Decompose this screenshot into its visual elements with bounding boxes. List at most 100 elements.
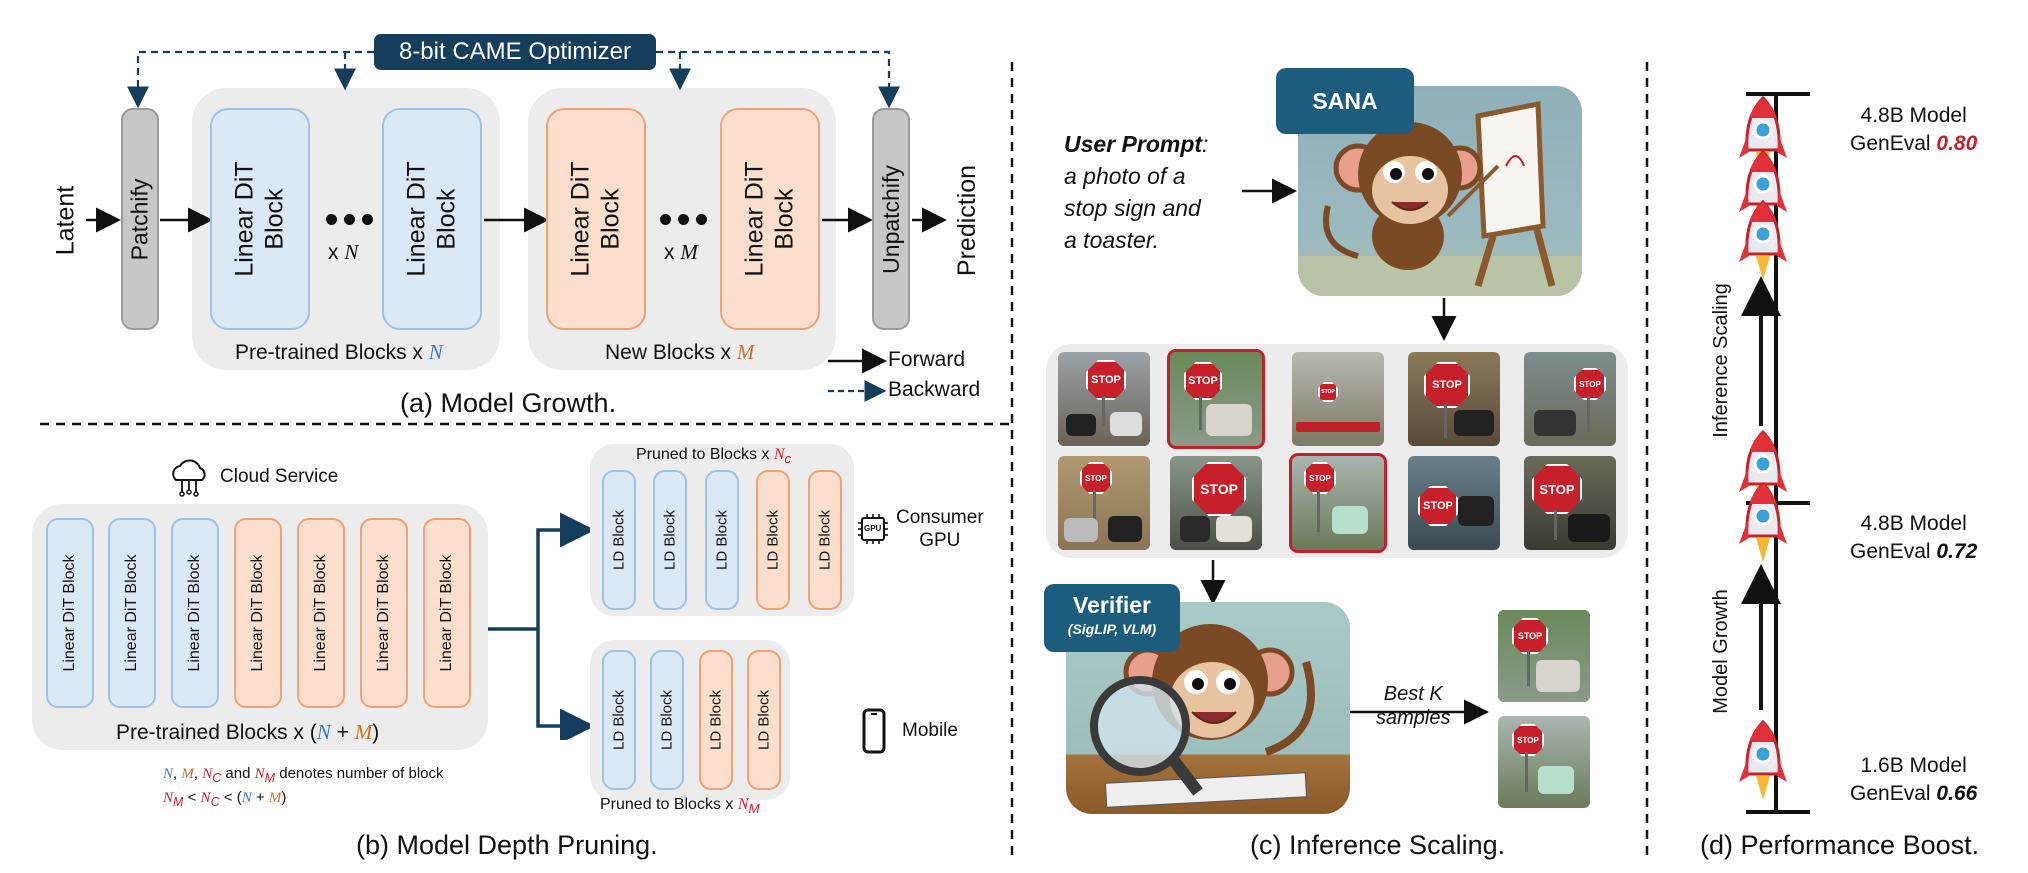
cloud-icon	[172, 459, 206, 497]
pretrained-block-1	[210, 108, 310, 330]
gpu-ld-block: LD Block	[653, 470, 687, 610]
cloud-pretrained-label: Pre-trained Blocks x (N + M)	[116, 720, 380, 744]
caption-a: (a) Model Growth.	[400, 388, 617, 418]
ellipsis-dot	[678, 214, 689, 225]
mobile-label: Mobile	[902, 720, 958, 741]
stop-sign: STOP	[1080, 462, 1112, 494]
patchify-label: Patchify	[126, 178, 153, 260]
cloud-block: Linear DiT Block	[46, 518, 94, 708]
new-block-1	[546, 108, 646, 330]
gpu-ld-block: LD Block	[756, 470, 790, 610]
stop-sign: STOP	[1532, 464, 1582, 514]
legend-backward: Backward	[888, 378, 981, 401]
verifier-sub-label: (SigLIP, VLM)	[1067, 621, 1157, 637]
stop-sign: STOP	[1184, 362, 1222, 400]
panel-a-arrows	[86, 50, 947, 402]
mobile-ld-block: LD Block	[699, 650, 733, 790]
stop-sign: STOP	[1574, 368, 1606, 400]
cloud-service-label: Cloud Service	[220, 466, 339, 487]
gpu-ld-block: LD Block	[808, 470, 842, 610]
mobile-ld-block: LD Block	[747, 650, 781, 790]
gpu-ld-block: LD Block	[602, 470, 636, 610]
pruning-branch-arrows	[488, 512, 595, 740]
optimizer-label: 8-bit CAME Optimizer	[398, 38, 632, 65]
stop-sign: STOP	[1424, 362, 1470, 408]
cloud-block: Linear DiT Block	[234, 518, 282, 708]
ellipsis-dot	[696, 214, 707, 225]
sana-badge: SANA	[1276, 68, 1414, 134]
ellipsis-dot	[660, 214, 671, 225]
cloud-block: Linear DiT Block	[360, 518, 408, 708]
unpatchify-label: Unpatchify	[877, 164, 904, 274]
times-m-label: x M	[664, 240, 698, 264]
optimizer-badge: 8-bit CAME Optimizer	[374, 34, 656, 70]
panel-c-arrows	[1200, 178, 1489, 725]
sample-image: STOP	[1170, 456, 1262, 550]
stop-sign: STOP	[1192, 462, 1246, 516]
sample-image: STOP	[1408, 456, 1500, 550]
stop-sign: STOP	[1512, 618, 1548, 654]
prediction-label: Prediction	[953, 164, 982, 276]
stop-sign: STOP	[1086, 360, 1126, 400]
sample-image-selected: STOP	[1167, 349, 1265, 449]
sample-image-selected: STOP	[1289, 453, 1387, 553]
caption-b: (b) Model Depth Pruning.	[356, 830, 658, 860]
ellipsis-dot	[326, 214, 337, 225]
ellipsis-dot	[362, 214, 373, 225]
sample-image: STOP	[1292, 352, 1384, 446]
pretrained-blocks-label: Pre-trained Blocks x N	[235, 340, 443, 364]
sample-image: STOP	[1524, 456, 1616, 550]
rocket-icon	[1738, 719, 1788, 815]
stop-sign: STOP	[1418, 486, 1458, 526]
verifier-label: Verifier	[1073, 592, 1151, 618]
sample-image: STOP	[1058, 352, 1150, 446]
block-notation-note: N, M, NC and NM denotes number of block …	[163, 765, 444, 809]
rocket-icon	[1738, 429, 1788, 525]
mobile-phone-icon	[862, 708, 886, 754]
sample-image: STOP	[1408, 352, 1500, 446]
verifier-badge: Verifier (SigLIP, VLM)	[1044, 584, 1180, 652]
mobile-ld-block: LD Block	[602, 650, 636, 790]
pruned-nm-label: Pruned to Blocks x NM	[600, 796, 760, 817]
stop-sign: STOP	[1318, 382, 1338, 402]
caption-c: (c) Inference Scaling.	[1250, 830, 1506, 860]
cloud-block: Linear DiT Block	[423, 518, 471, 708]
cloud-block: Linear DiT Block	[108, 518, 156, 708]
model-growth-label: Model Growth	[1709, 588, 1732, 714]
gpu-chip-icon: GPU	[858, 514, 888, 544]
best-sample-1: STOP	[1498, 610, 1590, 702]
stop-sign: STOP	[1304, 462, 1336, 494]
patchify-block	[121, 108, 159, 330]
best-sample-2: STOP	[1498, 716, 1590, 808]
mobile-ld-block: LD Block	[650, 650, 684, 790]
latent-label: Latent	[51, 185, 80, 255]
inference-scaling-label: Inference Scaling	[1709, 282, 1732, 438]
caption-d: (d) Performance Boost.	[1700, 830, 1980, 860]
sample-image: STOP	[1524, 352, 1616, 446]
cloud-block: Linear DiT Block	[171, 518, 219, 708]
stop-sign: STOP	[1512, 724, 1544, 756]
unpatchify-block	[872, 108, 910, 330]
times-n-label: x N	[328, 240, 359, 264]
new-blocks-label: New Blocks x M	[605, 340, 755, 364]
legend-forward: Forward	[888, 348, 966, 371]
ellipsis-dot	[344, 214, 355, 225]
sample-image: STOP	[1058, 456, 1150, 550]
gpu-ld-block: LD Block	[705, 470, 739, 610]
sana-monkey-image	[1298, 86, 1582, 296]
cloud-block: Linear DiT Block	[297, 518, 345, 708]
pruned-nc-label-top: Pruned to Blocks x Nc	[636, 446, 792, 467]
new-block-2	[720, 108, 820, 330]
rocket-icon	[1738, 481, 1788, 577]
